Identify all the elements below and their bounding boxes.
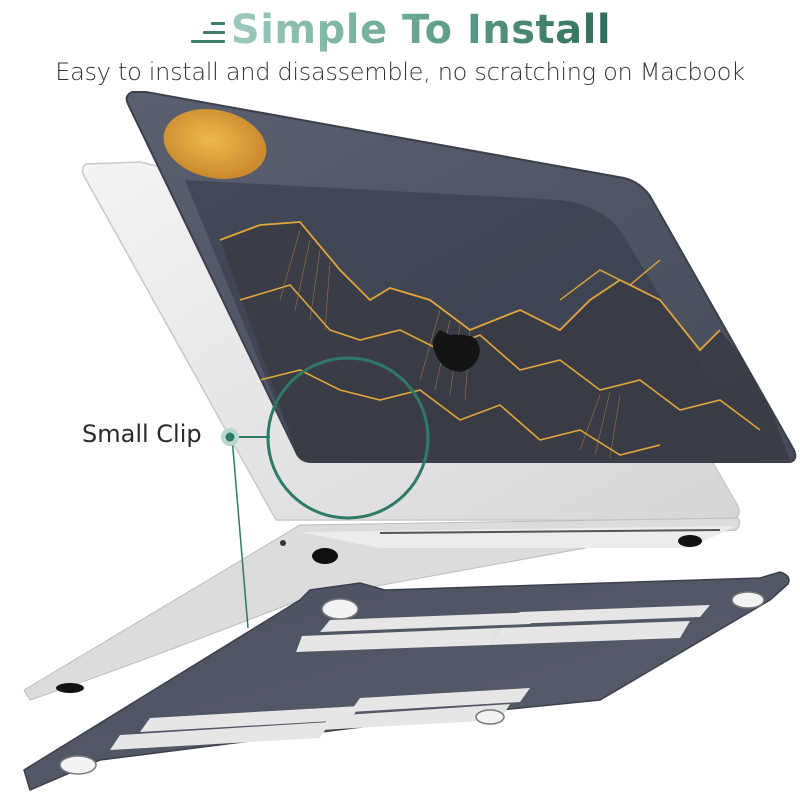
lines-icon	[189, 20, 225, 48]
callout-dot	[225, 432, 235, 442]
moon-graphic	[163, 109, 267, 179]
small-clip-callout	[221, 356, 430, 629]
laptop-base	[23, 517, 741, 701]
vent-slots	[110, 605, 710, 750]
page-subtitle: Easy to install and disassemble, no scra…	[55, 58, 745, 86]
small-clip-label: Small Clip	[82, 420, 202, 448]
page-title: Simple To Install	[230, 7, 612, 53]
top-case-shell	[125, 91, 797, 463]
title-row: Simple To Install	[0, 6, 800, 54]
bottom-case-shell	[23, 571, 790, 792]
apple-logo-cutout	[432, 330, 480, 372]
